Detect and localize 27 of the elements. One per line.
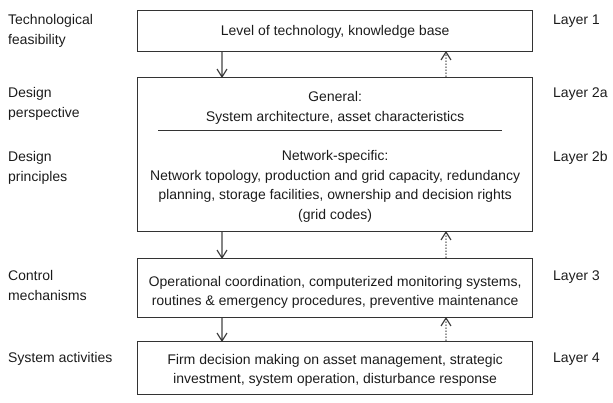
arrow — [440, 231, 452, 258]
row-label: Design perspective — [8, 83, 81, 122]
box-text: Network topology, production and grid capacity, redundancy planning, storage facilities, ownership and decision rights (grid codes) — [149, 166, 521, 224]
arrow — [440, 317, 452, 341]
layer-label: Layer 1 — [553, 10, 601, 29]
arrow — [216, 232, 228, 259]
row-label: Control mechanisms — [8, 266, 88, 305]
layer-box — [137, 341, 533, 395]
box-text: Firm decision making on asset management, strategic investment, system operation, disturbance response — [166, 350, 504, 388]
arrow — [440, 51, 452, 77]
arrow — [216, 318, 228, 342]
layer-label: Layer 2a — [553, 83, 608, 102]
box-text: System architecture, asset characteristics — [206, 106, 464, 126]
layer-label: Layer 3 — [553, 266, 601, 285]
row-label: Technological feasibility — [8, 10, 94, 49]
layer-label: Layer 2b — [553, 147, 608, 166]
layer-label: Layer 4 — [553, 348, 601, 367]
layer-box — [137, 258, 533, 318]
arrow — [216, 52, 228, 78]
section-heading: General: — [308, 87, 362, 106]
box-text: Operational coordination, computerized monitoring systems, routines & emergency procedures, preventive maintenance — [148, 272, 522, 310]
box-text: Level of technology, knowledge base — [220, 21, 450, 40]
layer-box — [137, 77, 533, 232]
row-label: Design principles — [8, 147, 68, 186]
row-label: System activities — [8, 348, 114, 367]
layer-box — [137, 10, 533, 52]
section-heading: Network-specific: — [282, 146, 388, 165]
